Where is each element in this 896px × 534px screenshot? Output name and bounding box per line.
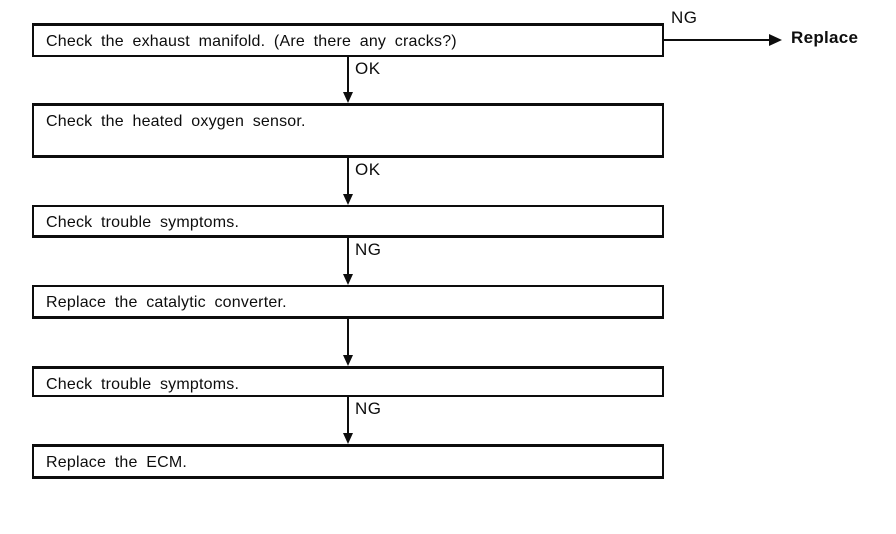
- connector-label: NG: [355, 240, 382, 259]
- arrow-right-icon: [769, 34, 782, 46]
- flow-box-label: Check the heated oxygen sensor.: [46, 113, 306, 130]
- connector-ok-1: OK: [343, 57, 407, 103]
- flow-box-check-trouble-symptoms-2: Check trouble symptoms.: [32, 366, 664, 397]
- connector-label: OK: [355, 59, 381, 78]
- flow-box-replace-ecm: Replace the ECM.: [32, 444, 664, 479]
- arrow-down-icon: [343, 274, 353, 285]
- flow-box-label: Check the exhaust manifold. (Are there a…: [46, 33, 457, 50]
- flow-box-check-exhaust-manifold: Check the exhaust manifold. (Are there a…: [32, 23, 664, 57]
- flow-box-check-trouble-symptoms-1: Check trouble symptoms.: [32, 205, 664, 238]
- arrow-stem: [347, 158, 349, 196]
- ng-branch-label: NG: [671, 8, 698, 27]
- connector-ng-2: NG: [343, 397, 407, 444]
- arrow-stem: [347, 397, 349, 435]
- arrow-down-icon: [343, 355, 353, 366]
- flow-box-label: Check trouble symptoms.: [46, 376, 240, 393]
- flow-box-label: Check trouble symptoms.: [46, 214, 240, 231]
- arrow-stem: [347, 238, 349, 276]
- arrow-down-icon: [343, 92, 353, 103]
- ng-branch-action: Replace: [791, 28, 859, 47]
- flow-box-check-heated-oxygen-sensor: Check the heated oxygen sensor.: [32, 103, 664, 158]
- ng-branch: NG Replace: [664, 8, 892, 54]
- arrow-down-icon: [343, 433, 353, 444]
- flow-box-label: Replace the ECM.: [46, 454, 188, 471]
- connector-ok-2: OK: [343, 158, 407, 205]
- arrow-stem: [347, 319, 349, 357]
- flow-box-replace-catalytic-converter: Replace the catalytic converter.: [32, 285, 664, 319]
- arrow-stem: [347, 57, 349, 94]
- connector-label: OK: [355, 160, 381, 179]
- arrow-down-icon: [343, 194, 353, 205]
- connector-label: NG: [355, 399, 382, 418]
- connector-unlabeled: [343, 319, 407, 366]
- connector-ng-1: NG: [343, 238, 407, 285]
- flow-box-label: Replace the catalytic converter.: [46, 294, 287, 311]
- arrow-line: [664, 39, 771, 41]
